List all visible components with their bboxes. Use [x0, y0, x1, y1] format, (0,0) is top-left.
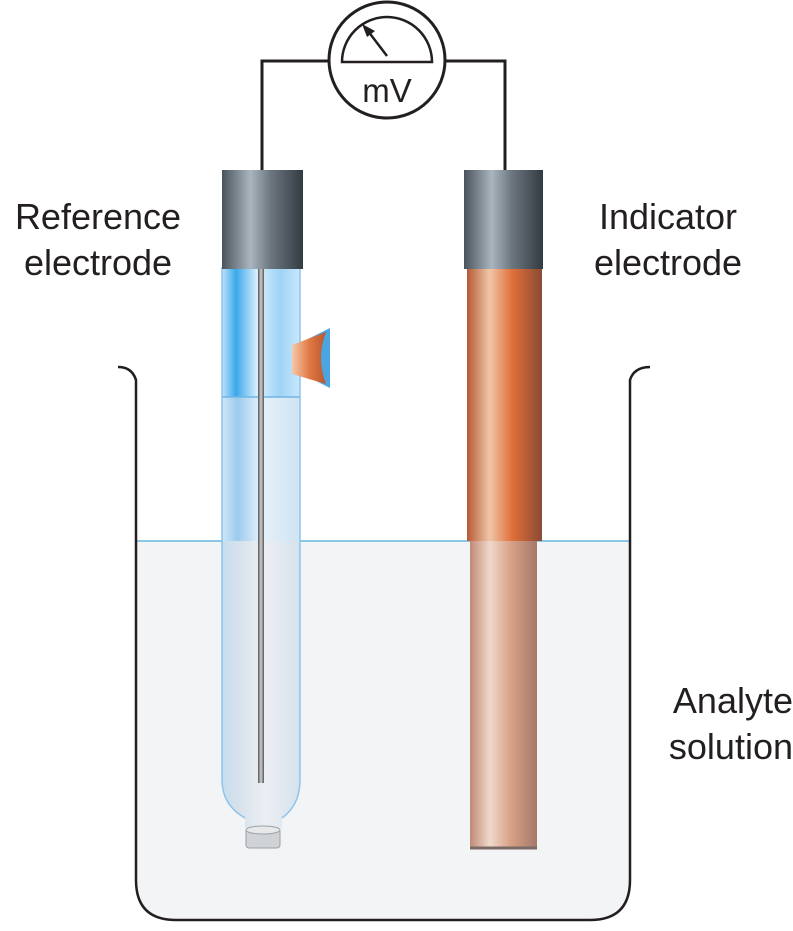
circuit-wire-right — [445, 59, 507, 172]
indicator-electrode-label: Indicator electrode — [593, 196, 743, 283]
voltmeter-unit: mV — [362, 72, 412, 109]
analyte-solution — [136, 541, 630, 920]
needle-arrow-icon — [362, 24, 375, 37]
circuit-wire-left — [260, 59, 330, 172]
voltmeter: mV — [327, 0, 447, 120]
indicator-rod-lower — [470, 541, 537, 847]
reference-electrode — [221, 170, 330, 849]
indicator-cap — [464, 170, 543, 269]
indicator-rod-upper — [467, 267, 542, 541]
reference-inner-wire — [258, 267, 264, 783]
indicator-electrode — [464, 170, 543, 850]
reference-cap — [222, 170, 303, 269]
beaker — [117, 365, 651, 922]
voltmeter-needle — [367, 30, 388, 57]
analyte-solution-label: Analyte solution — [668, 680, 793, 767]
reference-electrode-label: Reference electrode — [14, 196, 182, 283]
